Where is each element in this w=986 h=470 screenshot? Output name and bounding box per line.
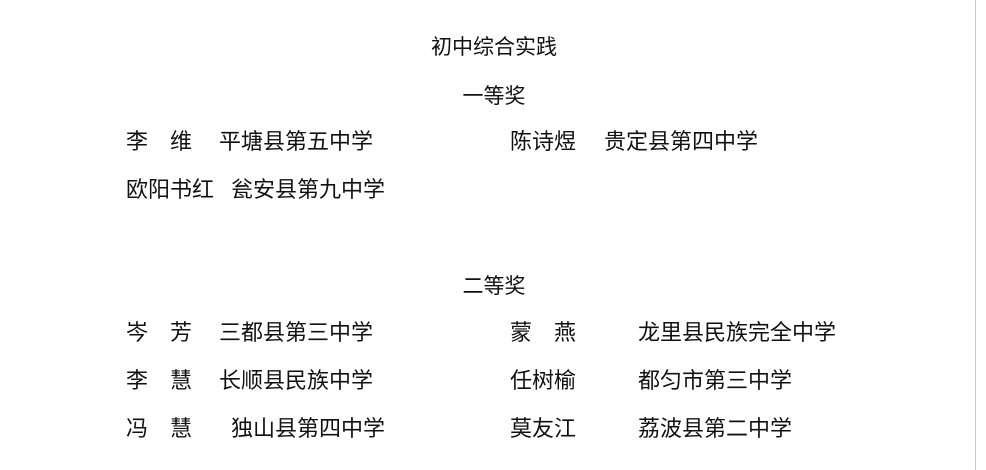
first-prize-school-3: 瓮安县第九中学 bbox=[231, 178, 386, 203]
second-prize-school-6: 荔波县第二中学 bbox=[638, 417, 793, 442]
second-prize-school-4: 都匀市第三中学 bbox=[638, 369, 793, 394]
second-prize-name-2: 蒙 燕 bbox=[510, 321, 577, 346]
second-prize-name-1: 岑 芳 bbox=[126, 321, 193, 346]
first-prize-school-2: 贵定县第四中学 bbox=[604, 130, 759, 155]
second-prize-name-6: 莫友江 bbox=[510, 417, 577, 442]
second-prize-name-5: 冯 慧 bbox=[126, 417, 193, 442]
second-prize-school-3: 长顺县民族中学 bbox=[219, 369, 374, 394]
second-prize-heading: 二等奖 bbox=[462, 274, 526, 298]
second-prize-name-4: 任树榆 bbox=[510, 369, 577, 394]
first-prize-name-2: 陈诗煜 bbox=[510, 130, 577, 155]
page-edge-divider bbox=[975, 0, 976, 470]
second-prize-school-2: 龙里县民族完全中学 bbox=[638, 321, 837, 346]
first-prize-name-1: 李 维 bbox=[126, 130, 193, 155]
page-edge-margin bbox=[976, 0, 986, 470]
second-prize-school-1: 三都县第三中学 bbox=[219, 321, 374, 346]
category-title: 初中综合实践 bbox=[431, 35, 557, 59]
first-prize-school-1: 平塘县第五中学 bbox=[219, 130, 374, 155]
first-prize-name-3: 欧阳书红 bbox=[126, 178, 215, 203]
first-prize-heading: 一等奖 bbox=[462, 84, 526, 108]
second-prize-school-5: 独山县第四中学 bbox=[231, 417, 386, 442]
second-prize-name-3: 李 慧 bbox=[126, 369, 193, 394]
